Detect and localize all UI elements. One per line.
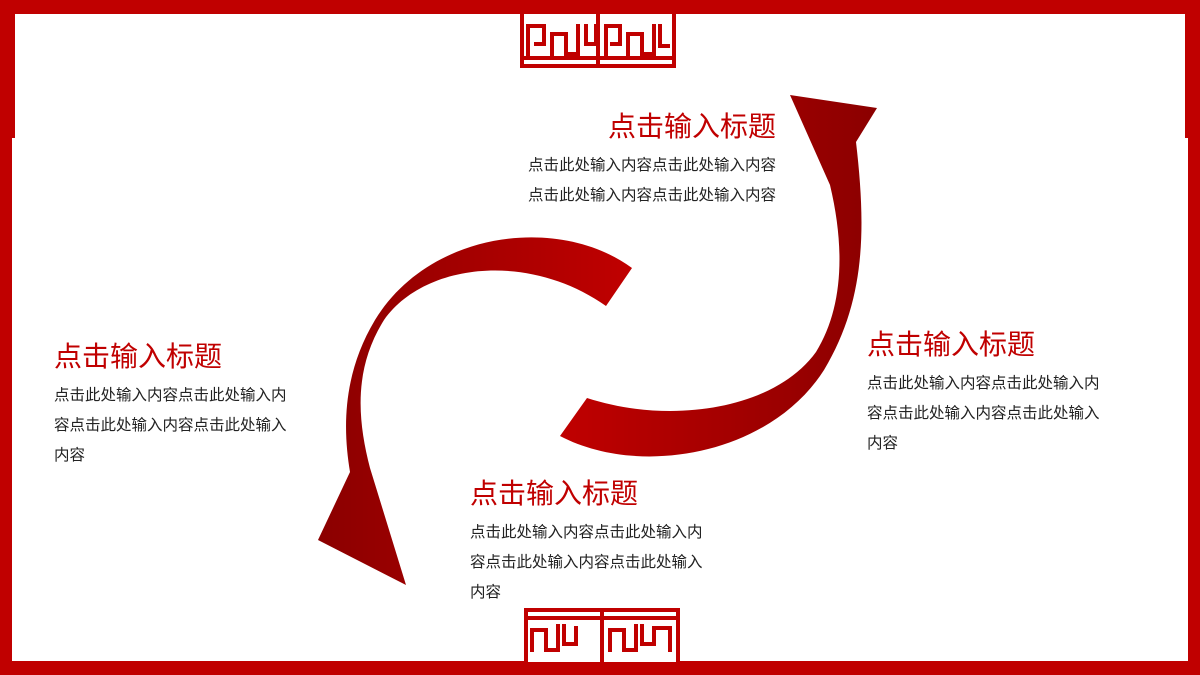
- bottom-fret-ornament-icon: [524, 608, 680, 666]
- text-block-bottom: 点击输入标题 点击此处输入内容点击此处输入内 容点击此处输入内容点击此处输入 内…: [470, 477, 760, 607]
- left-arrow-shape: [318, 237, 632, 585]
- text-block-left: 点击输入标题 点击此处输入内容点击此处输入内 容点击此处输入内容点击此处输入 内…: [54, 340, 324, 470]
- text-block-top: 点击输入标题 点击此处输入内容点击此处输入内容 点击此处输入内容点击此处输入内容: [490, 110, 776, 210]
- block-body: 点击此处输入内容点击此处输入内 容点击此处输入内容点击此处输入 内容: [54, 386, 287, 464]
- block-title: 点击输入标题: [607, 110, 776, 143]
- block-body: 点击此处输入内容点击此处输入内 容点击此处输入内容点击此处输入 内容: [470, 523, 703, 601]
- frame-right-accent: [1185, 14, 1188, 138]
- right-arrow-shape: [560, 95, 877, 457]
- block-body: 点击此处输入内容点击此处输入内容 点击此处输入内容点击此处输入内容: [527, 156, 776, 204]
- block-title: 点击输入标题: [54, 340, 223, 373]
- frame-left-accent: [12, 14, 15, 138]
- block-body: 点击此处输入内容点击此处输入内 容点击此处输入内容点击此处输入 内容: [867, 374, 1100, 452]
- block-title: 点击输入标题: [470, 477, 639, 510]
- top-fret-ornament-icon: [520, 10, 676, 68]
- block-title: 点击输入标题: [867, 328, 1036, 361]
- text-block-right: 点击输入标题 点击此处输入内容点击此处输入内 容点击此处输入内容点击此处输入 内…: [867, 328, 1157, 458]
